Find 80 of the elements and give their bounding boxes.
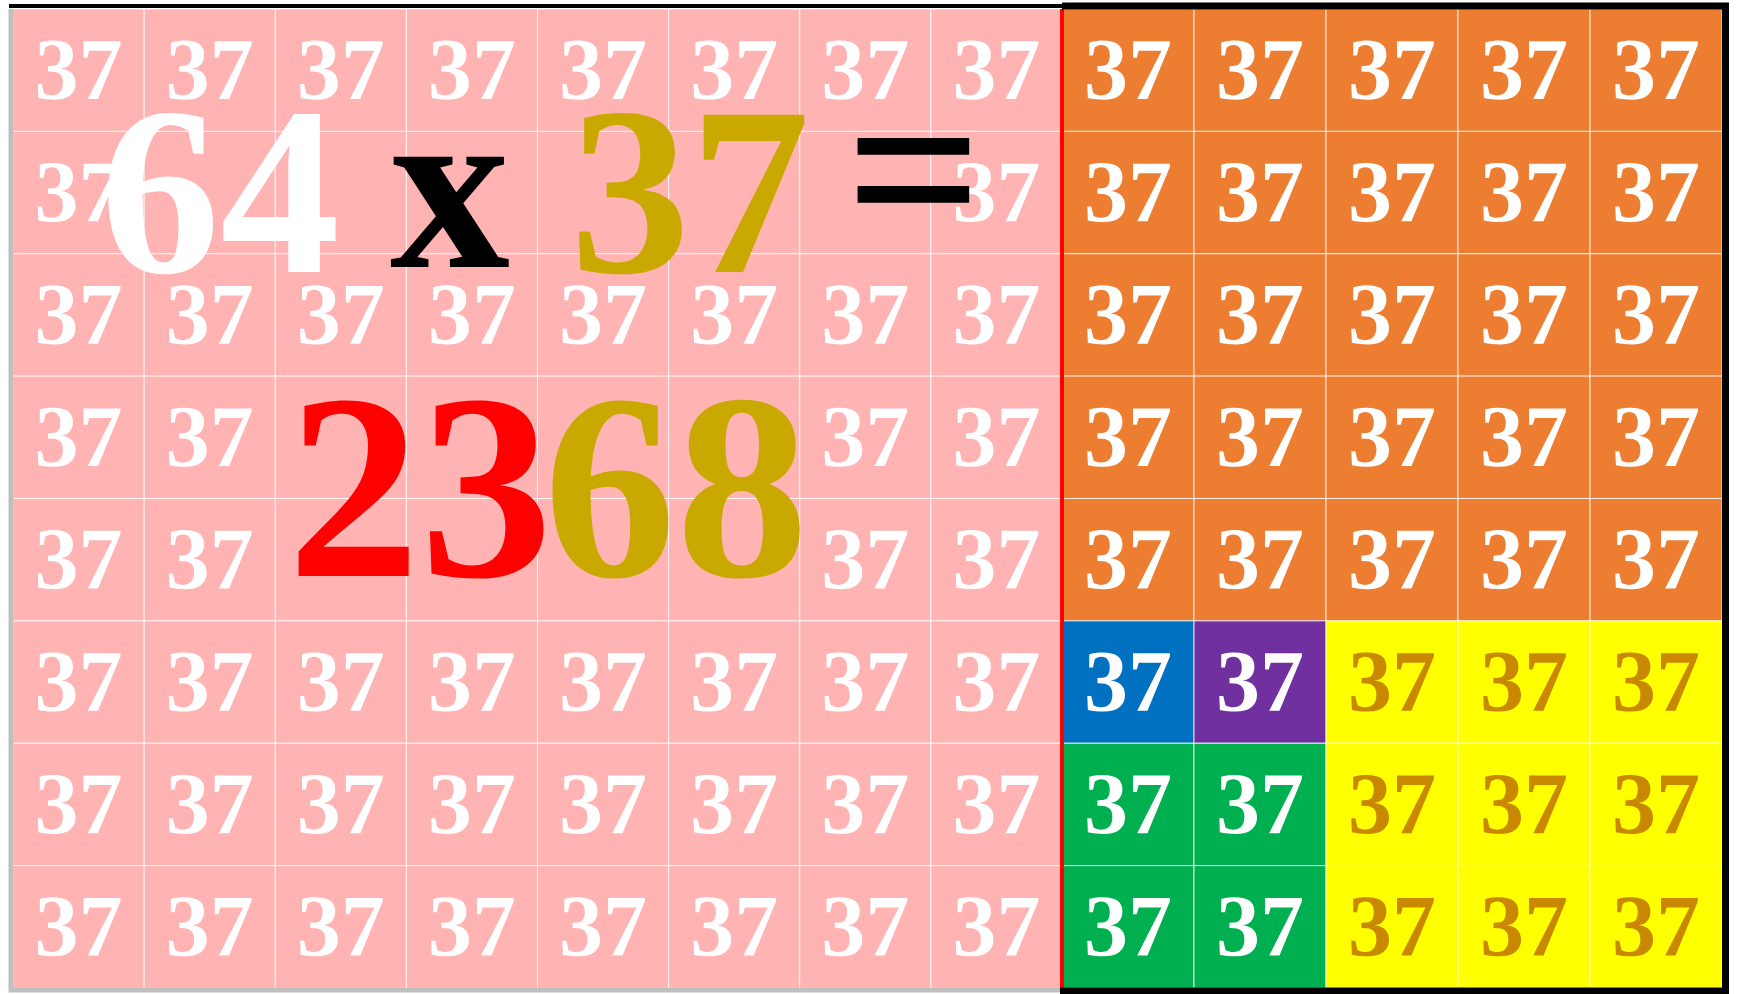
grid-cell: 37	[1061, 253, 1195, 377]
grid-cell: 37	[1193, 8, 1327, 132]
grid-cell: 37	[1061, 620, 1195, 744]
grid-cell: 37	[274, 865, 407, 989]
grid-cell: 37	[1325, 375, 1459, 499]
grid-cell: 37	[1457, 865, 1591, 989]
grid-cell: 37	[799, 742, 932, 867]
grid-cell: 37	[1193, 498, 1327, 622]
product-number: 68	[552, 399, 800, 579]
grid-cell: 37	[1457, 130, 1591, 255]
grid-cell: 37	[1325, 498, 1459, 622]
grid-cell: 37	[799, 620, 932, 744]
grid-cell: 37	[1457, 498, 1591, 622]
grid-cell: 37	[143, 375, 276, 499]
grid-cell: 37	[668, 865, 801, 989]
grid-cell: 37	[1457, 620, 1591, 744]
grid-cell: 37	[274, 620, 407, 744]
grid-cell: 37	[799, 375, 932, 499]
grid-cell: 37	[930, 865, 1063, 989]
grid-cell: 37	[406, 620, 538, 744]
grid-cell: 37	[1589, 620, 1723, 744]
grid-cell	[668, 130, 801, 255]
grid-cell: 37	[1589, 253, 1723, 377]
grid-cell: 37	[930, 620, 1063, 744]
grid-cell: 37	[799, 253, 932, 377]
grid-cell: 37	[668, 742, 801, 867]
grid-cell: 37	[12, 742, 145, 867]
grid-cell: 37	[1061, 375, 1195, 499]
grid-cell: 37	[406, 865, 538, 989]
grid-cell: 37	[1325, 620, 1459, 744]
grid-cell: 37	[143, 865, 276, 989]
grid-cell: 37	[1325, 865, 1459, 989]
grid-cell: 37	[1193, 620, 1327, 744]
grid-cell: 37	[1061, 498, 1195, 622]
grid-cell: 37	[1457, 742, 1591, 867]
grid-cell: 37	[930, 8, 1063, 132]
grid-cell	[143, 130, 276, 255]
grid-cell: 37	[1457, 253, 1591, 377]
grid-cell: 37	[1193, 865, 1327, 989]
grid-cell: 37	[143, 620, 276, 744]
grid-cell: 37	[537, 742, 670, 867]
grid-cell: 37	[537, 620, 670, 744]
grid-cell: 37	[1457, 8, 1591, 132]
grid-cell: 37	[1325, 8, 1459, 132]
grid-cell: 37	[1325, 130, 1459, 255]
grid-cell: 37	[274, 742, 407, 867]
grid-cell: 37	[1589, 742, 1723, 867]
grid-cell: 37	[1193, 130, 1327, 255]
grid-cell: 37	[1193, 253, 1327, 377]
grid-cell: 37	[930, 375, 1063, 499]
grid-cell: 37	[1061, 865, 1195, 989]
grid-cell: 37	[1325, 742, 1459, 867]
product-number: 23	[298, 400, 544, 579]
grid-cell: 37	[12, 498, 145, 622]
grid-cell: 37	[406, 8, 538, 132]
grid-cell: 37	[143, 742, 276, 867]
grid-cell: 37	[930, 253, 1063, 377]
grid-cell: 37	[12, 620, 145, 744]
grid-cell: 37	[799, 498, 932, 622]
grid-cell: 37	[1061, 8, 1195, 132]
grid-cell: 37	[1589, 498, 1723, 622]
grid-cell: 37	[930, 498, 1063, 622]
grid-cell: 37	[799, 865, 932, 989]
grid-cell: 37	[537, 865, 670, 989]
grid-cell: 37	[143, 498, 276, 622]
grid-cell: 37	[12, 865, 145, 989]
grid-cell: 37	[1589, 865, 1723, 989]
grid-cell: 37	[1061, 742, 1195, 867]
grid-cell: 37	[406, 742, 538, 867]
grid-cell: 37	[930, 742, 1063, 867]
grid-cell: 37	[668, 620, 801, 744]
grid-cell: 37	[1589, 375, 1723, 499]
grid-cell: 37	[12, 375, 145, 499]
grid-cell: 37	[1061, 130, 1195, 255]
grid-cell: 37	[1589, 130, 1723, 255]
grid-cell: 37	[1193, 742, 1327, 867]
grid-cell: 37	[1193, 375, 1327, 499]
grid-cell: 37	[1325, 253, 1459, 377]
grid-cell: 37	[1589, 8, 1723, 132]
grid-cell: 37	[1457, 375, 1591, 499]
